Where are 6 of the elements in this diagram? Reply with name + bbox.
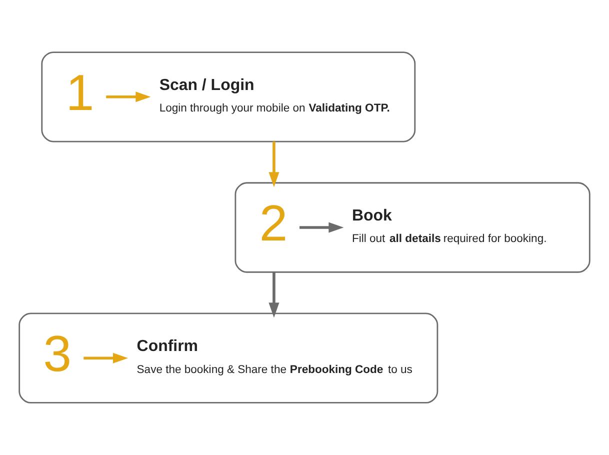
node-text: 3 xyxy=(43,324,72,382)
node-text: Book Fill out all details required for booking. xyxy=(352,208,547,246)
node-text: 1 xyxy=(66,64,94,121)
node-text: 2 xyxy=(259,194,288,252)
node-text: Confirm Save the booking & Share the Prebooking Code to us xyxy=(136,338,412,376)
node-text: Scan / Login Login through your mobile on Validating OTP. xyxy=(159,76,390,115)
